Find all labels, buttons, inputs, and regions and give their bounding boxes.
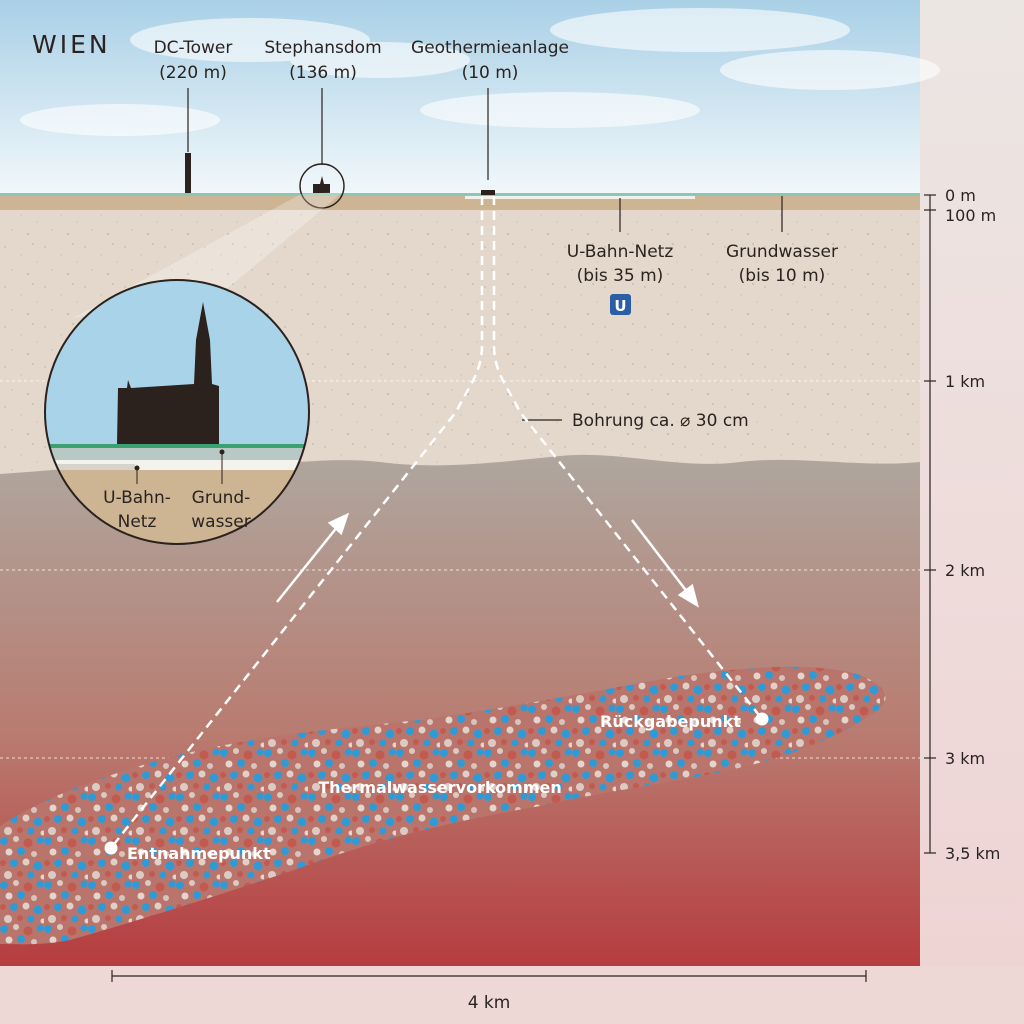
depth-label-1km: 1 km bbox=[945, 372, 985, 391]
geothermie-height: (10 m) bbox=[462, 63, 519, 83]
inset-ubahn-label-2: Netz bbox=[118, 512, 157, 532]
width-scale bbox=[111, 970, 867, 982]
inset-border bbox=[44, 279, 310, 545]
rueckgabe-label: Rückgabepunkt bbox=[600, 712, 741, 731]
boreholes bbox=[110, 196, 763, 849]
depth-scale bbox=[924, 194, 936, 854]
grundwasser-name: Grundwasser bbox=[726, 242, 838, 262]
arrow-down-line bbox=[631, 519, 689, 594]
arrow-down-head bbox=[677, 583, 699, 608]
borehole-injection bbox=[492, 196, 763, 720]
reservoir-label: Thermalwasservorkommen bbox=[318, 778, 561, 797]
dc-tower-shape bbox=[185, 153, 191, 193]
groundwater-line bbox=[0, 193, 920, 196]
entnahme-marker bbox=[104, 841, 118, 855]
flow-arrows bbox=[276, 512, 699, 608]
arrow-up-head bbox=[327, 512, 350, 536]
stephansdom-mini bbox=[313, 176, 330, 193]
depth-label-3-5km: 3,5 km bbox=[945, 844, 1000, 863]
stephansdom-shape bbox=[117, 302, 219, 444]
clouds bbox=[20, 8, 940, 136]
width-label: 4 km bbox=[468, 993, 511, 1013]
entnahme-label: Entnahmepunkt bbox=[127, 844, 271, 863]
city-title: WIEN bbox=[32, 30, 111, 59]
inset-grundwasser-label-2: wasser bbox=[191, 512, 250, 532]
ubahn-symbol: U bbox=[614, 297, 626, 315]
bohrung-label: Bohrung ca. ⌀ 30 cm bbox=[572, 411, 749, 431]
ubahn-name: U-Bahn-Netz bbox=[567, 242, 674, 262]
dc-tower-height: (220 m) bbox=[159, 63, 227, 83]
borehole-production bbox=[110, 196, 484, 849]
stephansdom-height: (136 m) bbox=[289, 63, 357, 83]
grundwasser-depth: (bis 10 m) bbox=[739, 266, 826, 286]
thermal-reservoir bbox=[0, 666, 886, 945]
stephansdom-name: Stephansdom bbox=[264, 38, 381, 58]
inset-view bbox=[45, 280, 309, 544]
depth-label-100: 100 m bbox=[945, 206, 996, 225]
bottom-strip bbox=[0, 966, 1024, 1024]
dc-tower-name: DC-Tower bbox=[154, 38, 233, 58]
surface-layer bbox=[0, 196, 920, 210]
geothermie-plant bbox=[481, 190, 495, 195]
inset-grundwasser-label-1: Grund- bbox=[192, 488, 251, 508]
inset-ubahn-label-1: U-Bahn- bbox=[103, 488, 171, 508]
rueckgabe-marker bbox=[755, 712, 769, 726]
depth-label-2km: 2 km bbox=[945, 561, 985, 580]
zoom-circle bbox=[299, 163, 345, 209]
geothermie-name: Geothermieanlage bbox=[411, 38, 569, 58]
ubahn-depth: (bis 35 m) bbox=[577, 266, 664, 286]
ubahn-tunnel bbox=[465, 196, 695, 199]
arrow-up-line bbox=[276, 525, 339, 603]
depth-label-0: 0 m bbox=[945, 186, 976, 205]
ubahn-badge bbox=[610, 294, 631, 315]
depth-label-3km: 3 km bbox=[945, 749, 985, 768]
scale-strip bbox=[920, 0, 1024, 1024]
